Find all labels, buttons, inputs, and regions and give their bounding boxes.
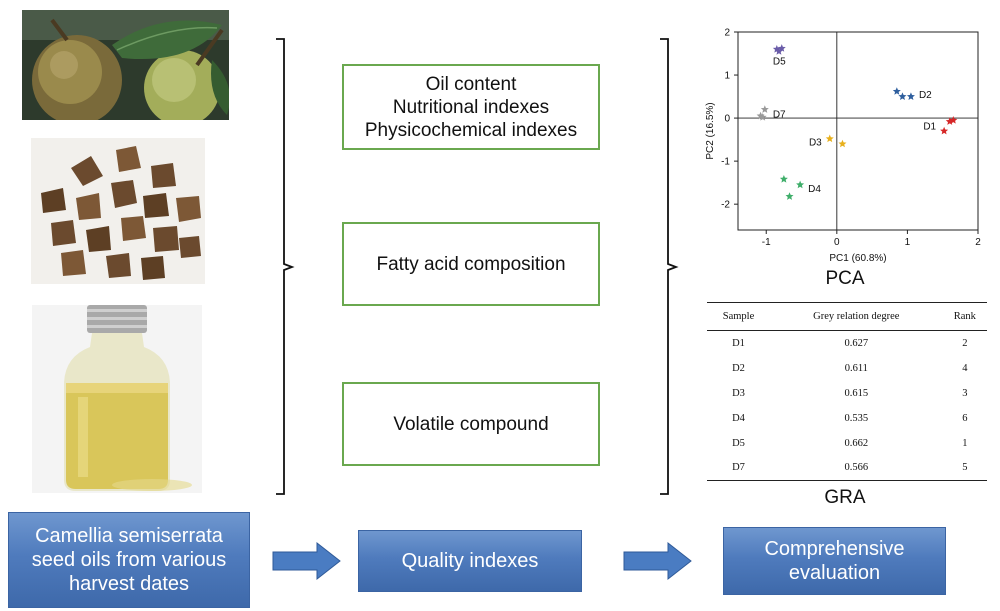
y-tick-label: 2	[724, 28, 730, 39]
table-cell: 0.662	[844, 437, 869, 449]
table-header-row: Sample Grey relation degree Rank	[707, 302, 987, 331]
quality-index-box-3: Volatile compound	[342, 382, 600, 466]
column-header: Rank	[942, 302, 987, 331]
caption-line: evaluation	[788, 562, 881, 584]
y-tick-label: -1	[721, 157, 730, 168]
box-line: Fatty acid composition	[376, 253, 566, 275]
plot-frame	[737, 31, 979, 231]
data-point-d4	[796, 180, 805, 189]
fruit-photo	[22, 10, 229, 120]
data-point-d2	[898, 92, 907, 100]
y-tick-label: 1	[724, 71, 730, 82]
table-cell: 3	[962, 387, 968, 399]
data-point-d5	[774, 47, 783, 55]
x-tick-label: 2	[975, 237, 981, 248]
table-row: D2 0.611 4	[707, 356, 987, 381]
table-row: D5 0.662 1	[707, 431, 987, 456]
data-point-d2	[892, 87, 901, 95]
x-tick-label: 0	[834, 237, 840, 248]
table-cell: D1	[732, 337, 745, 349]
table-cell: 0.566	[770, 455, 943, 481]
right-arrow-1	[272, 541, 341, 581]
table-cell: 0.611	[844, 362, 868, 374]
table-cell: D4	[732, 412, 745, 424]
table-cell: 1	[962, 437, 968, 449]
data-point-d7	[760, 105, 769, 113]
data-point-d4	[779, 175, 788, 183]
data-point-d7	[758, 113, 767, 121]
x-tick-label: -1	[762, 237, 771, 248]
data-point-d1	[940, 126, 949, 135]
caption-line: seed oils from various	[31, 549, 227, 571]
caption-line: Camellia semiserrata	[35, 525, 223, 547]
table-cell: 6	[962, 412, 968, 424]
caption-line: harvest dates	[68, 573, 190, 595]
column-header: Sample	[707, 302, 770, 331]
table-cell: D2	[732, 362, 745, 374]
data-point-d4	[785, 192, 794, 200]
series-label-d2: D2	[919, 90, 932, 101]
box-line: Physicochemical indexes	[364, 119, 578, 141]
gra-table: Sample Grey relation degree Rank D1 0.627…	[707, 302, 987, 481]
box-line: Volatile compound	[393, 413, 549, 435]
data-point-d2	[906, 92, 915, 100]
box-line: Nutritional indexes	[392, 96, 550, 118]
series-label-d1: D1	[923, 122, 936, 133]
table-row: D1 0.627 2	[707, 331, 987, 356]
seeds-photo	[31, 138, 205, 284]
series-label-d4: D4	[808, 184, 821, 195]
table-row: D4 0.535 6	[707, 406, 987, 431]
table-cell: 5	[942, 455, 987, 481]
y-tick-label: -2	[721, 200, 730, 211]
caption-line: Comprehensive	[764, 538, 905, 560]
oil-bottle-photo	[32, 305, 202, 493]
gra-caption: GRA	[824, 487, 866, 508]
quality-indexes-caption-box: Quality indexes	[358, 530, 582, 592]
x-axis-label: PC1 (60.8%)	[829, 253, 886, 264]
box-line: Oil content	[425, 73, 517, 95]
table-cell: 2	[962, 337, 968, 349]
data-point-d3	[825, 134, 834, 143]
caption-line: Quality indexes	[401, 550, 539, 572]
table-cell: D3	[732, 387, 745, 399]
table-cell: 4	[962, 362, 968, 374]
right-bracket	[660, 38, 679, 495]
data-point-d3	[838, 139, 847, 148]
table-row: D3 0.615 3	[707, 381, 987, 406]
table-cell: D7	[707, 455, 770, 481]
table-cell: 0.615	[844, 387, 869, 399]
table-cell: 0.535	[844, 412, 869, 424]
series-label-d7: D7	[773, 109, 786, 120]
left-bracket	[276, 38, 295, 495]
quality-index-box-2: Fatty acid composition	[342, 222, 600, 306]
column-header: Grey relation degree	[770, 302, 943, 331]
right-arrow-2	[623, 541, 692, 581]
table-cell: D5	[732, 437, 745, 449]
pca-caption: PCA	[825, 268, 865, 289]
x-tick-label: 1	[905, 237, 911, 248]
series-label-d3: D3	[809, 137, 822, 148]
table-cell: 0.627	[844, 337, 869, 349]
y-axis-label: PC2 (16.5%)	[705, 102, 716, 159]
data-point-d1	[945, 117, 954, 125]
evaluation-caption-box: Comprehensive evaluation	[723, 527, 946, 595]
quality-index-box-1: Oil content Nutritional indexes Physicoc…	[342, 64, 600, 150]
y-tick-label: 0	[724, 114, 730, 125]
series-label-d5: D5	[773, 56, 786, 67]
samples-caption-box: Camellia semiserrata seed oils from vari…	[8, 512, 250, 608]
